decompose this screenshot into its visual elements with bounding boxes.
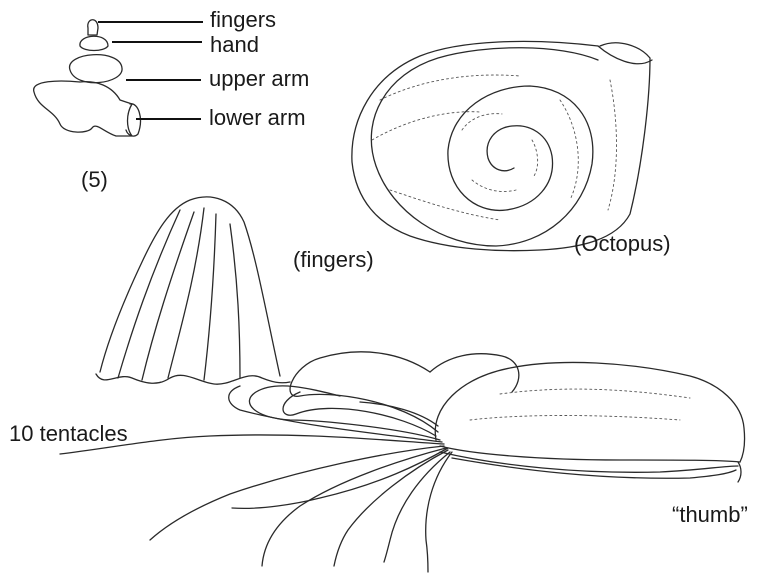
octopus-spiral-sketch: [352, 41, 652, 250]
fingers-label: fingers: [210, 9, 276, 31]
octopus-tube-end: [598, 46, 652, 64]
fingers-paren-label: (fingers): [293, 249, 374, 271]
lower-arm-label: lower arm: [209, 107, 306, 129]
hand-label: hand: [210, 34, 259, 56]
thumb-label: “thumb”: [672, 504, 748, 526]
thumb-sketch: [435, 362, 744, 482]
octopus-label: (Octopus): [574, 233, 671, 255]
fingers-cone-sketch: [96, 197, 290, 384]
fingers-part: [88, 20, 98, 35]
tentacles-sketch: [60, 352, 519, 572]
hand-part: [80, 36, 108, 50]
tentacles-label: 10 tentacles: [9, 423, 128, 445]
lower-arm-part: [34, 81, 132, 136]
figure-number-label: (5): [81, 169, 108, 191]
upper-arm-part: [70, 55, 123, 83]
arm-parts-sketch: [34, 20, 141, 136]
upper-arm-label: upper arm: [209, 68, 309, 90]
